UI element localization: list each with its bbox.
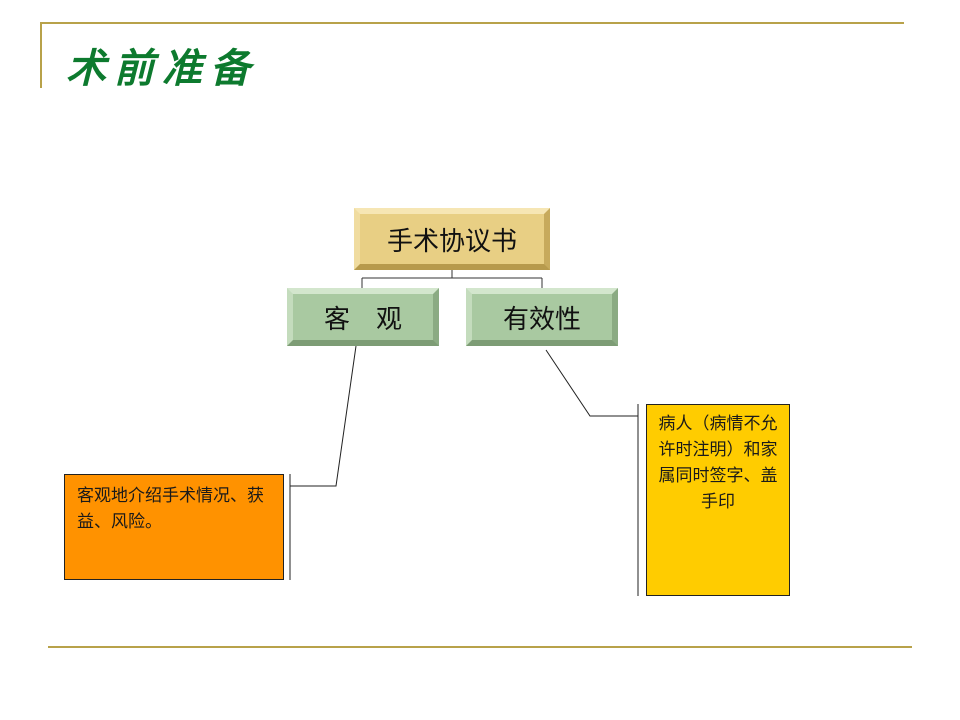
root-node-label: 手术协议书	[386, 226, 517, 257]
slide-title: 术前准备	[66, 45, 258, 92]
objective-note-box: 客观地介绍手术情况、获益、风险。	[64, 474, 284, 580]
objective-note-text: 客观地介绍手术情况、获益、风险。	[77, 486, 264, 532]
left-rule	[40, 22, 42, 88]
validity-note-box: 病人（病情不允许时注明）和家属同时签字、盖手印	[646, 404, 790, 596]
root-node: 手术协议书	[354, 208, 550, 270]
objective-callout-line	[290, 345, 357, 487]
child-node-validity-label: 有效性	[502, 304, 581, 335]
validity-callout-line	[545, 349, 638, 417]
validity-note-text: 病人（病情不允许时注明）和家属同时签字、盖手印	[658, 414, 778, 512]
child-node-objective: 客 观	[287, 288, 439, 346]
child-node-objective-label: 客 观	[323, 304, 402, 335]
bottom-rule	[48, 646, 912, 648]
child-node-validity: 有效性	[466, 288, 618, 346]
top-rule	[40, 22, 904, 24]
